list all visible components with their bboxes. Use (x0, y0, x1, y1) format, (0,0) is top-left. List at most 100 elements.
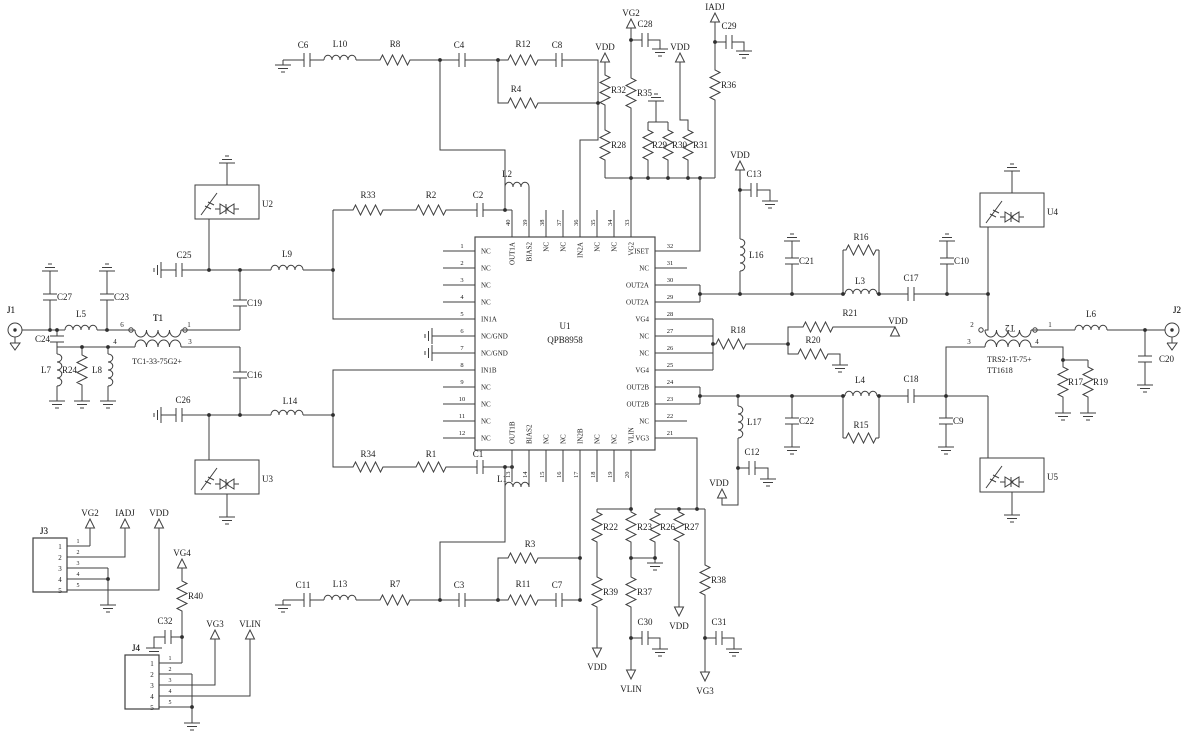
component-L17 (737, 405, 744, 439)
refdes-L2: L2 (502, 169, 512, 179)
refdes-C24: C24 (35, 334, 51, 344)
net-arrow-icon (120, 518, 130, 529)
pin-number-14: 14 (522, 471, 529, 478)
refdes-R34: R34 (360, 449, 376, 459)
junction-dot (703, 636, 707, 640)
label-4: 4 (1035, 338, 1039, 346)
label-1: 1 (187, 321, 191, 329)
refdes-U3: U3 (262, 474, 273, 484)
net-label-VG3: VG3 (696, 686, 714, 696)
refdes-C16: C16 (247, 370, 263, 380)
ground-icon (783, 233, 801, 247)
component-R2 (412, 204, 450, 216)
component-R28 (599, 126, 611, 164)
net-label-VDD: VDD (888, 316, 908, 326)
label-T1: T1 (153, 313, 163, 323)
pin-number-28: 28 (667, 311, 674, 318)
refdes-R28: R28 (611, 140, 627, 150)
refdes-R27: R27 (684, 522, 700, 532)
component-R36 (709, 66, 721, 104)
refdes-R38: R38 (711, 575, 727, 585)
refdes-L17: L17 (747, 417, 762, 427)
refdes-C22: C22 (799, 416, 814, 426)
component-C21 (784, 250, 800, 272)
refdes-R11: R11 (516, 579, 531, 589)
component-C32 (157, 629, 179, 645)
ground-icon (735, 45, 753, 59)
junction-dot (207, 268, 211, 272)
pin-number-40: 40 (505, 220, 512, 227)
component-C13 (743, 182, 765, 198)
component-C10 (939, 250, 955, 272)
label-TRS2-1T-75+: TRS2-1T-75+ (987, 355, 1032, 364)
refdes-J2: J2 (1173, 305, 1181, 315)
net-arrow-icon (710, 12, 720, 23)
label-4: 4 (77, 572, 80, 578)
wire (579, 103, 599, 210)
refdes-C3: C3 (454, 580, 465, 590)
wire (332, 415, 350, 468)
label-3: 3 (967, 338, 971, 346)
wire (332, 270, 443, 320)
refdes-C8: C8 (552, 40, 563, 50)
component-C19 (232, 292, 248, 314)
refdes-C19: C19 (247, 298, 263, 308)
pin-number-38: 38 (539, 220, 546, 227)
junction-dot (790, 292, 794, 296)
component-C9 (938, 410, 954, 432)
ground-icon (98, 263, 116, 277)
junction-dot (698, 176, 702, 180)
pin-number-5: 5 (460, 311, 463, 318)
component-C20 (1137, 348, 1153, 370)
wire (655, 178, 701, 252)
pin-name-8: IN1B (481, 367, 497, 375)
label-3: 3 (169, 678, 172, 684)
label-2: 2 (169, 667, 172, 673)
wire (439, 467, 506, 600)
refdes-L13: L13 (333, 579, 348, 589)
wire (1031, 346, 1064, 360)
pin-number-21: 21 (667, 430, 674, 437)
component-L5 (64, 324, 98, 331)
refdes-R4: R4 (511, 84, 522, 94)
junction-dot (80, 345, 84, 349)
pin-name-4: NC (481, 299, 491, 307)
ground-icon (218, 155, 236, 169)
component-U3 (194, 459, 260, 495)
net-arrow-icon (626, 18, 636, 29)
label-TC1-33-75G2+: TC1-33-75G2+ (132, 357, 182, 366)
junction-dot (106, 577, 110, 581)
component-C6 (296, 52, 318, 68)
net-arrow-icon (600, 52, 610, 63)
junction-dot (238, 268, 242, 272)
refdes-R26: R26 (660, 522, 676, 532)
wire (153, 636, 158, 643)
pin-name-26: NC (639, 350, 649, 358)
junction-dot (736, 394, 740, 398)
pin-name-21: VG3 (635, 435, 649, 443)
component-U2 (194, 184, 260, 220)
pin-name-18: NC (594, 434, 602, 444)
component-C24 (49, 328, 65, 350)
ground-icon (153, 406, 167, 424)
net-arrow-icon (674, 606, 684, 617)
ground-icon (937, 441, 955, 455)
component-L3 (844, 288, 878, 295)
component-R24 (76, 351, 88, 389)
component-R40 (176, 577, 188, 615)
refdes-R20: R20 (805, 335, 821, 345)
pin-name-24: OUT2B (626, 384, 649, 392)
junction-dot (944, 394, 948, 398)
junction-dot (578, 598, 582, 602)
junction-dot (503, 208, 507, 212)
component-C18 (900, 388, 922, 404)
wire (729, 637, 735, 644)
pin-name-38: NC (543, 242, 551, 252)
wire (655, 437, 698, 509)
junction-dot (698, 292, 702, 296)
refdes-R33: R33 (360, 190, 376, 200)
junction-dot (646, 176, 650, 180)
label-J1: J1 (7, 305, 15, 315)
pin-name-29: OUT2A (626, 299, 649, 307)
pin-name-35: NC (594, 242, 602, 252)
